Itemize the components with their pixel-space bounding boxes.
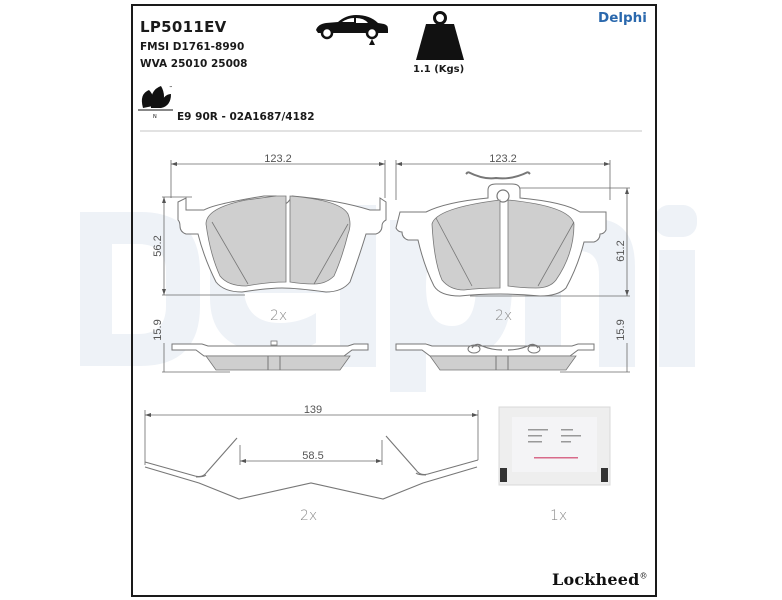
pad-left-drawing [177, 195, 387, 293]
anti-rattle-spring-drawing [144, 435, 479, 500]
leaf-eco-icon: N ™ [138, 85, 173, 120]
eco-tm: ™ [169, 85, 173, 90]
pad-right-qty: 2x [495, 308, 513, 324]
grease-sachet-image [498, 406, 611, 486]
spring-inner-label: 58.5 [302, 450, 323, 462]
side-view-right-drawing [395, 343, 595, 371]
pad-right-drawing [395, 171, 607, 297]
sachet-qty: 1x [550, 508, 568, 524]
spring-qty: 2x [300, 508, 318, 524]
pad-left-qty: 2x [270, 308, 288, 324]
fmsi-code: FMSI D1761-8990 [140, 41, 245, 53]
brand-logo: Delphi [598, 10, 647, 26]
side-left-thickness-label: 15.9 [152, 319, 164, 340]
weight-icon [416, 11, 464, 60]
car-rear-axle-icon [316, 15, 388, 45]
lockheed-text: Lockheed [552, 570, 640, 589]
header-divider [140, 130, 642, 132]
datasheet-frame [131, 4, 657, 597]
wva-code: WVA 25010 25008 [140, 58, 248, 70]
eco-mark-text: N [153, 114, 157, 120]
pad-right-height-label: 61.2 [615, 240, 627, 261]
side-view-left-drawing [171, 340, 369, 371]
side-right-thickness-label: 15.9 [615, 319, 627, 340]
lockheed-logo: Lockheed® [552, 570, 648, 589]
pad-right-width-label: 123.2 [489, 153, 517, 165]
part-number: LP5011EV [140, 18, 227, 36]
ece-approval: E9 90R - 02A1687/4182 [177, 111, 315, 123]
weight-label: 1.1 (Kgs) [413, 64, 465, 75]
registered-mark: ® [639, 571, 648, 581]
spring-total-label: 139 [304, 404, 322, 416]
pad-left-height-label: 56.2 [152, 235, 164, 256]
pad-left-width-label: 123.2 [264, 153, 292, 165]
